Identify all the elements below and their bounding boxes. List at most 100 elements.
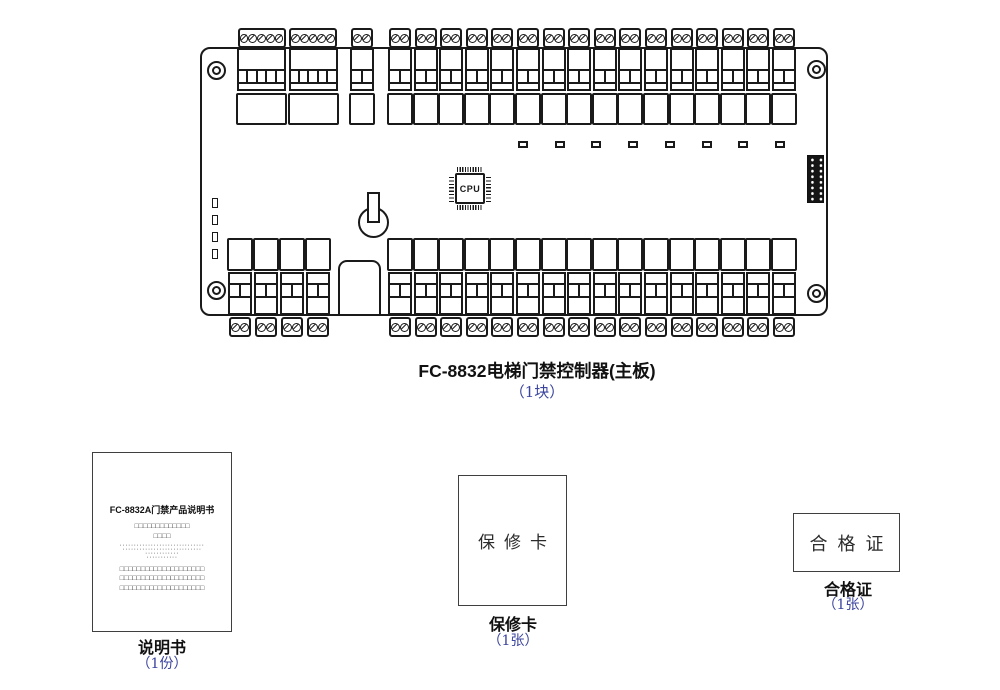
terminal-body [228, 272, 252, 315]
contact-cell [731, 71, 743, 82]
relay-block [643, 238, 669, 271]
screw-terminal [306, 317, 329, 337]
terminal-screw [391, 33, 400, 43]
board-notch [338, 260, 381, 314]
warranty-quantity: （1张） [487, 633, 539, 649]
terminal-screw [476, 33, 486, 43]
screw-terminal [542, 317, 565, 337]
screw-terminal [517, 28, 539, 48]
contact-cell [352, 71, 361, 82]
warranty-card: 保修卡 [458, 475, 567, 606]
terminal-screw [544, 33, 554, 43]
screw-terminal [721, 317, 744, 337]
terminal-contact-band [567, 283, 592, 298]
relay-block [643, 93, 669, 125]
contact-cell [290, 285, 302, 296]
screw-terminal [568, 28, 591, 48]
terminal-body [541, 272, 566, 315]
cpu-pins-bottom [457, 205, 483, 210]
terminal-contact-band [516, 69, 540, 84]
contact-cell [316, 71, 326, 82]
screw-terminal [414, 317, 437, 337]
relay-block [515, 93, 541, 125]
terminal-screw [400, 33, 409, 43]
manual-text-block: □□□□□□□□□□□□□□□□□·······················… [93, 522, 231, 593]
pcb-outline [200, 47, 828, 316]
manual-text-row: □□□□□□□□□□□□□ [134, 523, 190, 530]
terminal-body [464, 48, 489, 91]
relay-block [412, 93, 439, 125]
terminal-screw [317, 33, 327, 43]
contact-cell [467, 71, 476, 82]
terminal-screw [698, 322, 708, 332]
screw-terminal [440, 317, 463, 337]
terminal-body [413, 48, 438, 91]
terminal-body [288, 48, 338, 91]
terminal-body [746, 48, 771, 91]
relay-block [227, 238, 253, 271]
contact-cell [441, 71, 450, 82]
contact-cell [706, 71, 717, 82]
terminal-contact-band [720, 69, 745, 84]
terminal-body [237, 48, 286, 91]
status-led [738, 141, 749, 148]
terminal-screw [647, 33, 656, 43]
contact-cell [450, 71, 461, 82]
terminal-contact-band [490, 283, 515, 298]
terminal-body [669, 48, 694, 91]
manual-text-row: □□□□□□□□□□□□□□□□□□□□ [119, 575, 205, 583]
contact-cell [475, 71, 487, 82]
relay-block [412, 238, 439, 271]
cpu-pins-left [449, 175, 454, 202]
terminal-screw [400, 322, 409, 332]
contact-cell [723, 71, 732, 82]
screw-terminal [440, 28, 463, 48]
contact-cell [629, 285, 640, 296]
contact-cell [518, 285, 527, 296]
terminal-body [772, 272, 796, 315]
terminal-screw [784, 33, 793, 43]
terminal-screw [265, 33, 275, 43]
terminal-screw [681, 33, 691, 43]
screw-terminal [542, 28, 565, 48]
contact-cell [467, 285, 476, 296]
manual-title: FC-8832A门禁产品说明书 [109, 505, 215, 515]
contact-cell [416, 285, 425, 296]
terminal-contact-band [644, 69, 668, 84]
terminal-contact-band [567, 69, 592, 84]
contact-cell [646, 285, 655, 296]
terminal-contact-band [644, 283, 668, 298]
terminal-screw [604, 33, 614, 43]
terminal-screw [630, 322, 640, 332]
terminal-screw [231, 322, 240, 332]
contact-cell [492, 71, 501, 82]
terminal-screw [528, 33, 537, 43]
relay-block [694, 93, 721, 125]
screw-terminal [645, 317, 667, 337]
terminal-body [439, 272, 464, 315]
manual-text-row: ···························· [122, 545, 202, 553]
terminal-screw [425, 33, 435, 43]
contact-cell [544, 285, 553, 296]
screw-terminal [414, 28, 437, 48]
screw-terminal [465, 28, 488, 48]
terminal-screw [308, 33, 318, 43]
contact-cell [672, 71, 681, 82]
terminal-body [669, 272, 694, 315]
manual-text-row: □□□□□□□□□□□□□□□□□□□□ [119, 584, 205, 592]
terminal-screw [519, 33, 528, 43]
terminal-screw [239, 33, 249, 43]
manual-text-row: ··········· [146, 553, 178, 561]
manual-text-row: □□□□□□□□□□□□□□□□□□□□ [119, 565, 205, 573]
screw-terminal [645, 28, 667, 48]
terminal-screw [282, 322, 292, 332]
relay-block [236, 93, 287, 125]
terminal-contact-band [388, 69, 412, 84]
contact-cell [757, 71, 768, 82]
relay-block [745, 238, 772, 271]
manual-label: 说明书 [137, 640, 186, 657]
terminal-body [618, 48, 643, 91]
terminal-screw [595, 33, 605, 43]
relay-block [515, 238, 541, 271]
terminal-contact-band [772, 283, 796, 298]
